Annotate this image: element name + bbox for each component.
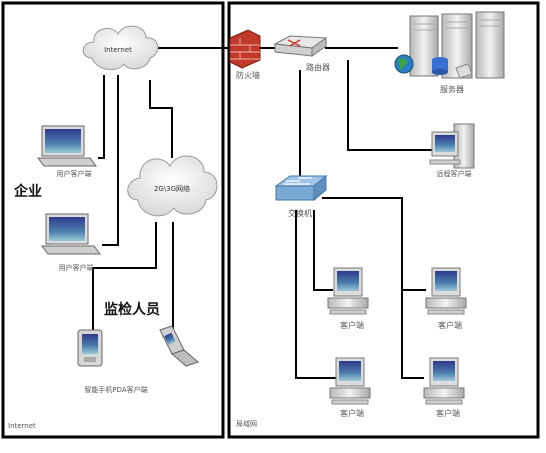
mobile-phone-icon: [159, 325, 199, 367]
client-desktop-2-icon: [425, 267, 467, 315]
client-desktop-4-icon: [423, 357, 465, 405]
internet-cloud-label: Internet: [104, 46, 132, 54]
enterprise-label: 企业: [13, 183, 42, 200]
mobile-network-cloud: 2G\3G网络: [127, 155, 218, 217]
internet-zone-label: Internet: [8, 422, 36, 430]
servers-icon: [394, 11, 505, 79]
firewall-icon: [229, 29, 261, 69]
mobile-network-label: 2G\3G网络: [154, 184, 190, 193]
client-2-label: 客户端: [438, 320, 462, 330]
laptop-bottom-icon: [41, 213, 101, 255]
remote-client-label: 远程客户端: [437, 169, 472, 178]
connection-lines: [92, 47, 432, 379]
internet-zone-border: [1, 1, 225, 439]
internet-cloud: Internet: [82, 25, 159, 71]
client-4-label: 客户端: [436, 408, 460, 418]
switch-label: 交换机: [288, 208, 312, 218]
router-label: 路由器: [306, 62, 330, 72]
inspector-label: 监检人员: [104, 301, 160, 318]
switch-icon: [274, 174, 328, 202]
lan-zone-border: [227, 1, 540, 439]
servers-label: 服务器: [440, 84, 464, 94]
pda-icon: [77, 329, 103, 367]
firewall-label: 防火墙: [236, 70, 260, 80]
laptop-top-icon: [37, 125, 97, 167]
client-desktop-3-icon: [329, 357, 371, 405]
lan-zone-label: 局域网: [236, 419, 257, 428]
remote-client-desktop-icon: [429, 123, 475, 169]
client-1-label: 客户端: [340, 320, 364, 330]
client-desktop-1-icon: [327, 267, 369, 315]
laptop-bottom-label: 用户客户端: [59, 263, 94, 272]
mobile-client-caption: 智能手机PDA客户端: [84, 385, 147, 394]
client-3-label: 客户端: [340, 408, 364, 418]
laptop-top-label: 用户客户端: [57, 169, 92, 178]
router-icon: [273, 35, 328, 57]
